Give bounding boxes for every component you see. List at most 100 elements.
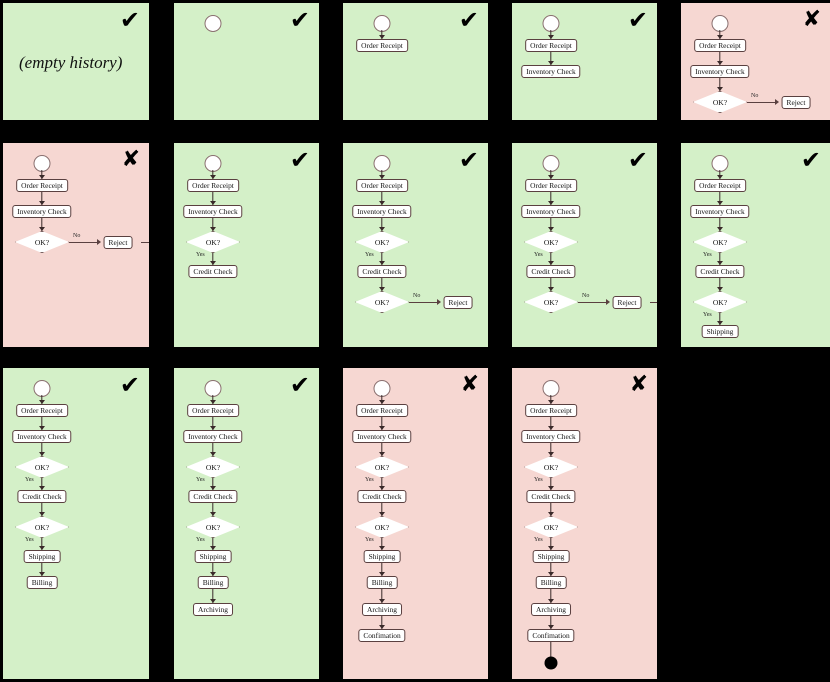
edge-label-yes: Yes [534,537,543,543]
edge-label-yes: Yes [196,477,205,483]
decision-label: OK? [34,462,50,472]
node-billing: Billing [197,576,229,589]
trace-card[interactable]: ✔ Order Receipt [343,3,488,120]
decision-credit-ok: OK? [355,516,409,538]
node-order-receipt: Order Receipt [694,39,746,52]
node-credit-check: Credit Check [526,265,576,278]
decision-label: OK? [712,97,728,107]
node-reject: Reject [781,96,811,109]
node-reject: Reject [612,296,642,309]
edge-label-yes: Yes [703,252,712,258]
valid-check-icon: ✔ [627,146,648,174]
decision-label: OK? [543,237,559,247]
valid-check-icon: ✔ [458,6,479,34]
valid-check-icon: ✔ [458,146,479,174]
node-inventory-check: Inventory Check [12,205,72,218]
edge-label-yes: Yes [196,537,205,543]
edge-label-yes: Yes [534,252,543,258]
node-billing: Billing [366,576,398,589]
diamond-shape [355,456,409,478]
decision-label: OK? [374,462,390,472]
node-credit-check: Credit Check [17,490,67,503]
edge-label-no: No [751,93,759,99]
node-credit-check: Credit Check [188,490,238,503]
trace-card[interactable]: ✔ [174,3,319,120]
edge-label-no: No [582,293,590,299]
node-order-receipt: Order Receipt [356,404,408,417]
node-inventory-check: Inventory Check [183,430,243,443]
decision-label: OK? [34,522,50,532]
node-inventory-check: Inventory Check [690,65,750,78]
decision-inventory-ok: OK? [186,456,240,478]
decision-inventory-ok: OK? [186,231,240,253]
decision-label: OK? [374,297,390,307]
node-inventory-check: Inventory Check [183,205,243,218]
valid-check-icon: ✔ [289,146,310,174]
diamond-shape [15,456,69,478]
node-inventory-check: Inventory Check [521,205,581,218]
decision-label: OK? [543,297,559,307]
decision-inventory-ok: OK? [524,456,578,478]
empty-history-label: (empty history) [19,53,123,72]
decision-inventory-ok: OK? [15,456,69,478]
node-order-receipt: Order Receipt [187,404,239,417]
node-order-receipt: Order Receipt [694,179,746,192]
edge-label-yes: Yes [196,252,205,258]
valid-check-icon: ✔ [119,6,140,34]
node-credit-check: Credit Check [357,265,407,278]
decision-credit-ok: OK? [355,291,409,313]
node-shipping: Shipping [532,550,570,563]
diamond-shape [15,516,69,538]
diamond-shape [186,231,240,253]
node-order-receipt: Order Receipt [356,39,408,52]
decision-credit-ok: OK? [524,516,578,538]
decision-label: OK? [374,237,390,247]
trace-card[interactable]: ✔ (empty history) [3,3,149,120]
invalid-cross-icon: ✘ [629,372,648,397]
node-shipping: Shipping [23,550,61,563]
decision-label: OK? [712,297,728,307]
node-order-receipt: Order Receipt [16,404,68,417]
node-billing: Billing [26,576,58,589]
node-credit-check: Credit Check [695,265,745,278]
node-order-receipt: Order Receipt [187,179,239,192]
node-credit-check: Credit Check [357,490,407,503]
node-inventory-check: Inventory Check [352,430,412,443]
node-archiving: Archiving [531,603,571,616]
edge-label-no: No [413,293,421,299]
node-billing: Billing [535,576,567,589]
decision-inventory-ok: OK? [693,231,747,253]
diamond-shape [693,231,747,253]
invalid-cross-icon: ✘ [802,7,821,32]
node-shipping: Shipping [194,550,232,563]
valid-check-icon: ✔ [627,6,648,34]
diamond-shape [693,291,747,313]
node-order-receipt: Order Receipt [16,179,68,192]
node-order-receipt: Order Receipt [525,179,577,192]
decision-credit-ok: OK? [693,291,747,313]
node-inventory-check: Inventory Check [12,430,72,443]
node-order-receipt: Order Receipt [356,179,408,192]
edge-label-yes: Yes [25,537,34,543]
node-confirmation: Confimation [527,629,575,642]
end-node [544,656,558,670]
node-order-receipt: Order Receipt [525,39,577,52]
edge-label-yes: Yes [365,537,374,543]
decision-inventory-ok: OK? [355,231,409,253]
decision-credit-ok: OK? [186,516,240,538]
diamond-shape [355,231,409,253]
edge-label-yes: Yes [703,312,712,318]
decision-credit-ok: OK? [15,516,69,538]
valid-check-icon: ✔ [119,371,140,399]
